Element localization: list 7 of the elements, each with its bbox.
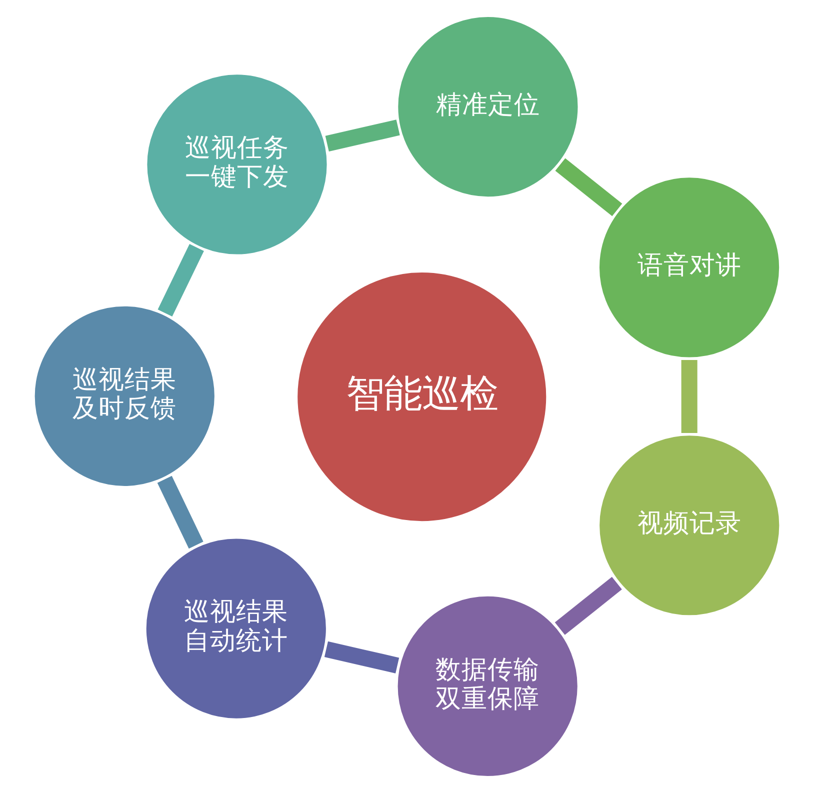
- connector: [156, 476, 203, 549]
- connector: [554, 158, 622, 216]
- connector: [680, 360, 697, 433]
- connector: [324, 120, 400, 152]
- connector: [157, 244, 204, 316]
- connector: [554, 576, 622, 635]
- connector: [324, 641, 399, 674]
